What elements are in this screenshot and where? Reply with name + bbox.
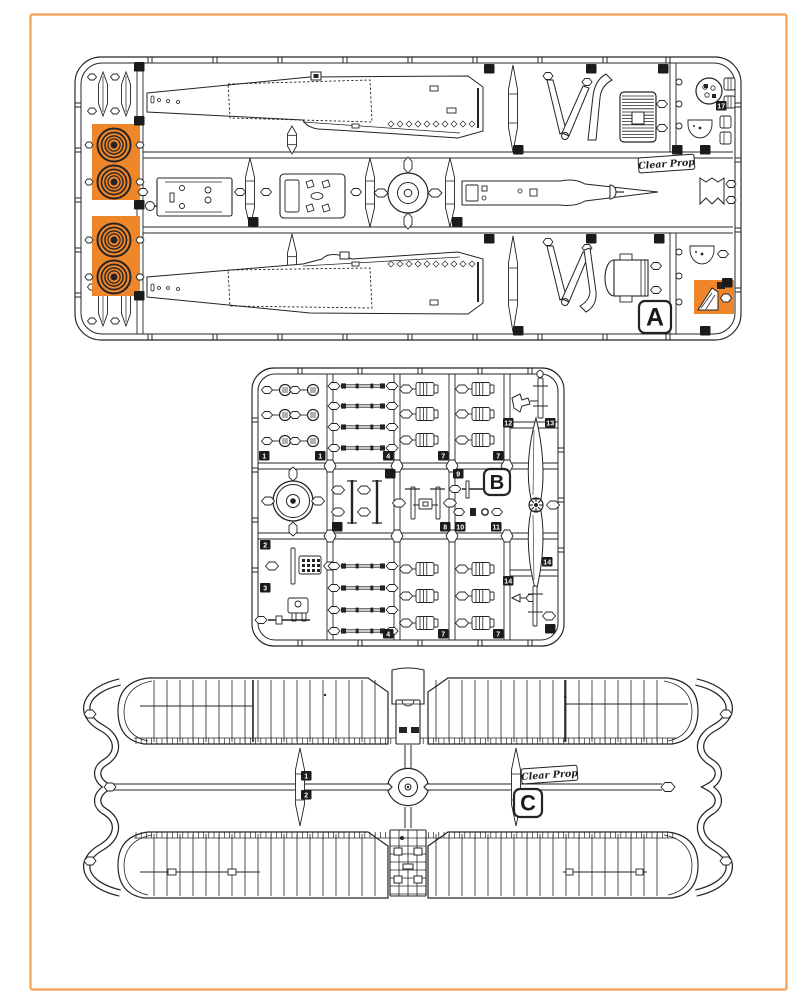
part-number-tag: 1 [318,454,322,461]
page-border [29,13,788,991]
sprue-c-label: C [520,790,536,815]
part-number-tag: 2 [263,543,267,550]
highlighted-wheels [92,124,140,296]
part-number-tag: 1 [262,454,266,461]
part-number-tag: 17 [717,104,725,111]
clear-prop-logo: Clear Prop [637,153,696,174]
part-number-tag: 8 [443,525,447,532]
part-number-tag: 12 [504,421,512,428]
sprue-b-label: B [490,472,505,494]
part-number-tag: 11 [492,525,500,532]
logo-text: Clear Prop [521,768,579,783]
part-number-tag: 7 [441,632,445,639]
clear-prop-logo: Clear Prop [520,764,579,785]
highlighted-windshield [694,280,734,314]
part-number-tag: 4 [386,632,390,639]
sprue-b-bottom-row [254,547,557,635]
sprue-b-top-row [260,369,548,452]
sprue-a-label: A [646,303,664,331]
part-number-tag: 7 [441,454,445,461]
part-number-tag: 10 [456,525,464,532]
part-number-tag: 1 [304,774,308,781]
part-number-tag: 7 [496,454,500,461]
part-number-tag: 9 [456,472,460,479]
part-number-tag: 3 [263,586,267,593]
lower-wing [117,831,699,899]
part-number-tag: 14 [543,560,551,567]
row2-middle-parts [137,156,737,230]
wing-center-grid [389,829,427,897]
circular-part [387,767,429,807]
propeller [527,416,561,594]
fuselage-half-lower [146,251,484,315]
row1-right-parts [542,72,736,145]
wing-center-part [391,667,425,745]
part-number-tag: 13 [546,421,554,428]
row3-right-parts [542,238,730,313]
sprue-b-middle-row [260,466,504,537]
part-number-tag: 4 [386,454,390,461]
upper-wing [117,677,699,745]
logo-text: Clear Prop [638,157,696,172]
part-number-tag: 14 [504,579,512,586]
part-number-tag: 2 [304,793,308,800]
fuselage-half-upper [146,71,484,139]
part-number-tag: 7 [496,632,500,639]
